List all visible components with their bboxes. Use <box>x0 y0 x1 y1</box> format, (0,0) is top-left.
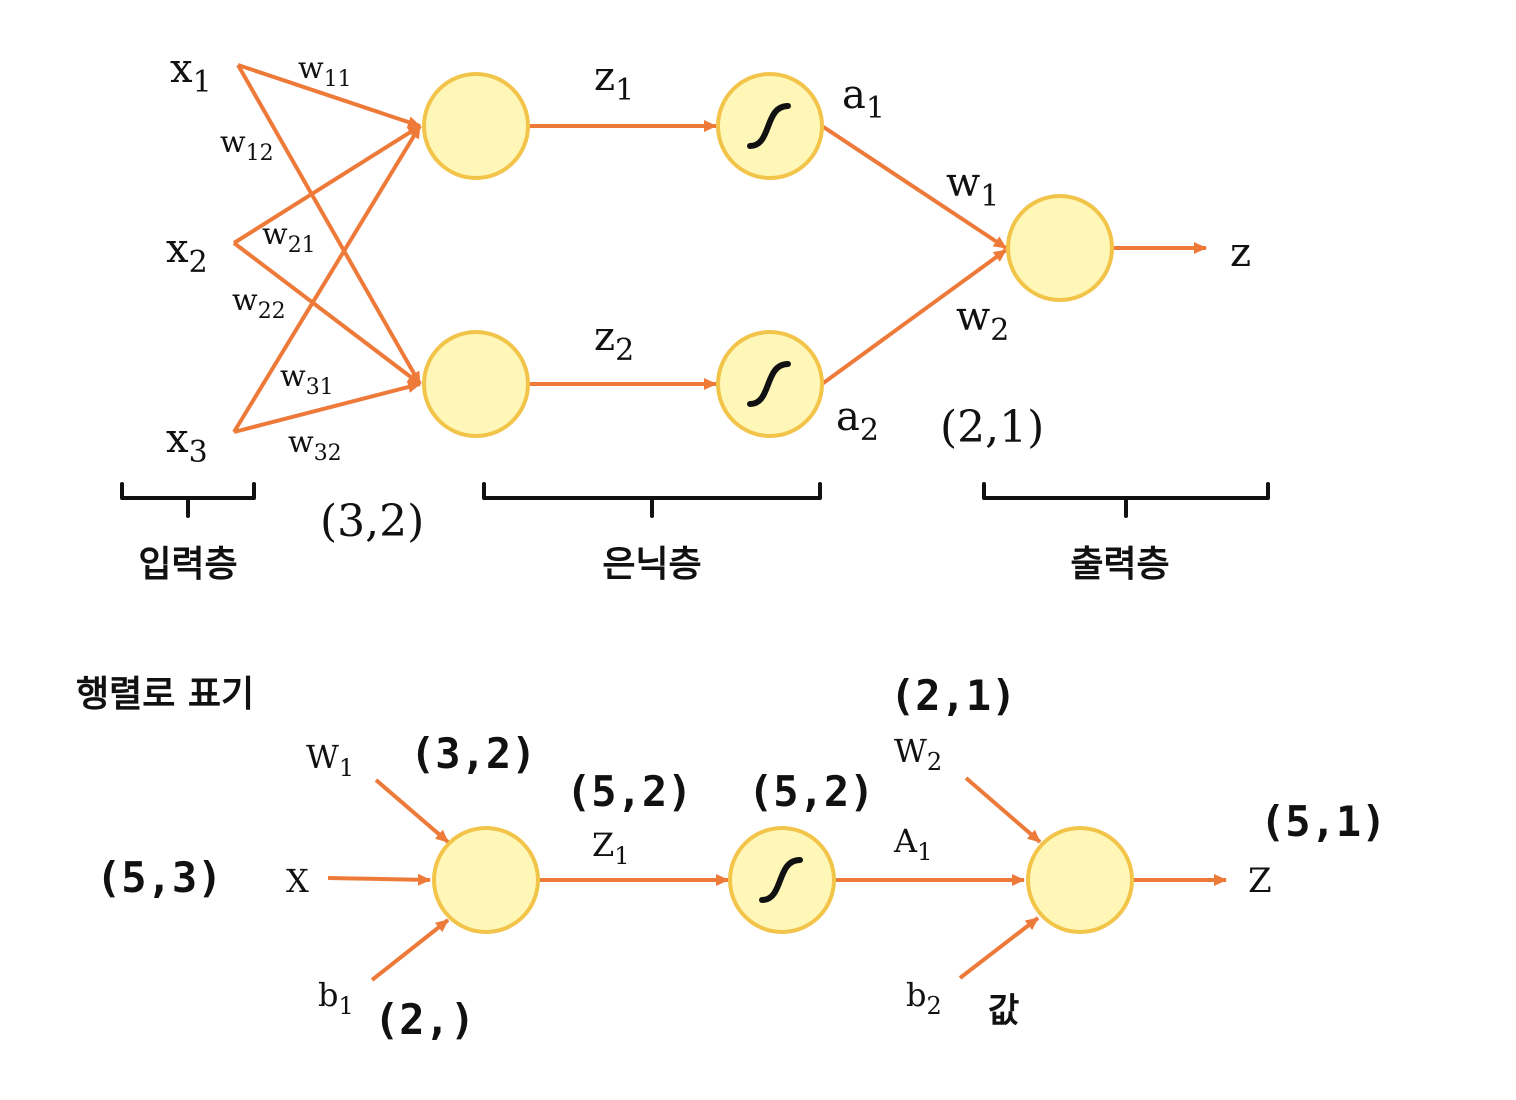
matrix-W2-label: W2 <box>894 732 942 776</box>
input-x2-label: x2 <box>166 226 208 280</box>
output-layer-brace <box>982 482 1270 518</box>
hidden-layer-label: 은닉층 <box>602 544 701 585</box>
input-layer-brace <box>120 482 256 518</box>
matrix-value-label: 값 <box>988 991 1019 1031</box>
hidden-a1-label: a1 <box>842 72 885 126</box>
hidden-z2-label: z2 <box>594 314 634 368</box>
matrix-output-node <box>1026 826 1134 934</box>
hidden-z1-label: z1 <box>594 54 634 108</box>
hidden-weight-shape: (3,2) <box>320 496 424 547</box>
matrix-notation: 행렬로 표기 W1 X b1 Z1 A1 W2 b2 Z 값 (5,3) (3,… <box>76 671 1386 1044</box>
edge-x1-h1 <box>237 63 421 128</box>
shape-Z1: (5,2) <box>566 767 692 816</box>
input-layer-label: 입력층 <box>138 544 237 585</box>
weight-w21-label: w21 <box>262 217 316 258</box>
input-x1-label: x1 <box>170 46 212 100</box>
output-node <box>1006 194 1114 302</box>
weight-w12-label: w12 <box>220 125 274 166</box>
matrix-section-title: 행렬로 표기 <box>76 674 254 715</box>
matrix-hidden-node <box>432 826 540 934</box>
matrix-Z1-label: Z1 <box>592 826 630 870</box>
hidden-layer-brace <box>482 482 822 518</box>
weight-w32-label: w32 <box>288 425 342 466</box>
hidden-a2-label: a2 <box>836 394 879 448</box>
weight-w2-label: w2 <box>956 294 1009 348</box>
edge-W2-out <box>964 776 1042 844</box>
output-weight-shape: (2,1) <box>940 402 1044 453</box>
weight-w31-label: w31 <box>280 359 334 400</box>
weight-w1-label: w1 <box>946 160 999 214</box>
sigmoid-icon <box>747 361 791 407</box>
shape-b1: (2,) <box>374 995 475 1044</box>
sigmoid-icon <box>747 103 791 149</box>
matrix-X-label: X <box>286 862 309 900</box>
edge-b2-out <box>958 916 1040 980</box>
hidden-node-2 <box>422 330 530 438</box>
edge-act2-out <box>820 248 1008 386</box>
sigmoid-icon <box>759 857 803 903</box>
edge-x3-h1 <box>232 124 422 434</box>
edge-x3-h2 <box>233 381 421 434</box>
input-x3-label: x3 <box>166 416 208 470</box>
output-layer-label: 출력층 <box>1070 544 1169 585</box>
top-network: x1 x2 x3 w11 w12 w21 w22 w31 w32 w1 w2 z… <box>120 46 1270 585</box>
matrix-W1-label: W1 <box>306 738 354 782</box>
matrix-Z-label: Z <box>1248 861 1272 901</box>
edge-x2-h1 <box>232 124 422 245</box>
edge-act1-out <box>820 124 1008 250</box>
matrix-A1-label: A1 <box>893 822 932 866</box>
edge-x2-h2 <box>232 241 422 386</box>
edge-x1-h2 <box>236 64 422 385</box>
matrix-b1-label: b1 <box>318 976 354 1020</box>
edge-W1-node <box>374 778 450 844</box>
output-z-label: z <box>1230 230 1251 276</box>
shape-A1: (5,2) <box>748 767 874 816</box>
weight-w11-label: w11 <box>298 51 352 92</box>
matrix-b2-label: b2 <box>906 976 942 1020</box>
edge-X-node <box>327 873 431 886</box>
weight-w22-label: w22 <box>232 283 286 324</box>
edge-b1-node <box>370 918 450 982</box>
shape-W1: (3,2) <box>410 729 536 778</box>
hidden-node-1 <box>422 72 530 180</box>
shape-X: (5,3) <box>96 853 222 902</box>
shape-Z: (5,1) <box>1260 797 1386 846</box>
shape-W2: (2,1) <box>890 671 1016 720</box>
